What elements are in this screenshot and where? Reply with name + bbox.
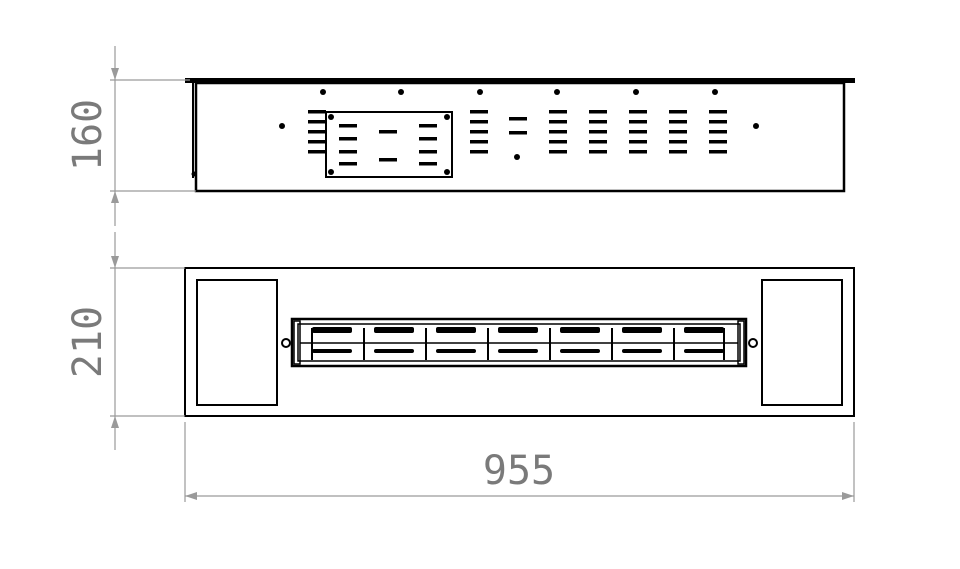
burner-end-right — [737, 320, 745, 365]
louvre-slot — [308, 130, 326, 134]
top-screw — [633, 89, 639, 95]
front-view-fixing-left — [279, 123, 285, 129]
louvre-slot — [589, 110, 607, 114]
panel-slot — [419, 150, 437, 154]
burner-slot-lower — [498, 349, 538, 353]
top-screw — [554, 89, 560, 95]
burner-bolt-left — [281, 338, 291, 348]
dimension-label-210: 210 — [65, 306, 111, 378]
burner-slot-lower — [622, 349, 662, 353]
louvre-slot — [669, 120, 687, 124]
louvre-slot — [549, 140, 567, 144]
top-screw — [477, 89, 483, 95]
louvre-slot — [549, 110, 567, 114]
louvre-slot — [470, 110, 488, 114]
louvre-slot — [709, 140, 727, 144]
louvre-slot — [589, 120, 607, 124]
front-view-top-screws — [320, 89, 718, 95]
burner-slot-lower — [374, 349, 414, 353]
top-screw — [712, 89, 718, 95]
louvre-slot — [669, 140, 687, 144]
top-screw — [320, 89, 326, 95]
front-view-body — [194, 81, 846, 193]
burner-slot-upper — [684, 327, 724, 333]
burner-tray-inner — [297, 323, 741, 362]
front-view-louvre-slots — [308, 110, 727, 154]
front-view-fixing-right — [753, 123, 759, 129]
panel-slot — [419, 162, 437, 166]
burner-slot-lower — [436, 349, 476, 353]
access-panel-vent-slots — [339, 124, 437, 166]
top-view-outline — [184, 267, 855, 417]
dimension-width-955: 955 — [184, 422, 855, 502]
louvre-slot — [470, 140, 488, 144]
louvre-slot — [308, 140, 326, 144]
louvre-slot — [629, 130, 647, 134]
louvre-slot — [308, 110, 326, 114]
burner-slot-upper — [498, 327, 538, 333]
dimension-depth-210: 210 — [65, 232, 185, 450]
louvre-slot — [709, 110, 727, 114]
panel-slot — [339, 162, 357, 166]
front-view-fixing-bottom — [514, 154, 520, 160]
top-view-right-cover — [761, 279, 843, 406]
burner-slot-lower — [684, 349, 724, 353]
panel-slot — [379, 130, 397, 134]
panel-slot — [419, 124, 437, 128]
louvre-slot — [669, 110, 687, 114]
burner-slot-upper — [622, 327, 662, 333]
dimension-height-160: 160 — [65, 46, 196, 226]
burner-slot-upper — [436, 327, 476, 333]
panel-slot — [379, 158, 397, 162]
louvre-slot — [308, 150, 326, 154]
louvre-slot — [669, 130, 687, 134]
panel-slot — [339, 137, 357, 141]
louvre-slot — [549, 150, 567, 154]
burner-tray — [290, 317, 748, 368]
burner-slot-lower — [312, 349, 352, 353]
louvre-slot — [589, 140, 607, 144]
access-panel-screws — [328, 114, 450, 175]
louvre-slot — [509, 131, 527, 135]
top-screw — [398, 89, 404, 95]
louvre-slot — [589, 150, 607, 154]
burner-tray-outer — [290, 317, 748, 368]
louvre-slot — [549, 130, 567, 134]
top-view — [184, 267, 855, 417]
louvre-slot — [589, 130, 607, 134]
louvre-slot — [470, 120, 488, 124]
louvre-slot — [629, 140, 647, 144]
top-view-left-cover — [196, 279, 278, 406]
front-view-top-lip — [185, 78, 855, 83]
dimension-label-160: 160 — [65, 99, 111, 171]
burner-slot-upper — [374, 327, 414, 333]
louvre-slot — [629, 120, 647, 124]
louvre-slot — [709, 150, 727, 154]
dimension-label-955: 955 — [483, 448, 555, 494]
burner-bolt-right — [748, 338, 758, 348]
louvre-slot — [308, 120, 326, 124]
burner-slots — [312, 327, 724, 353]
burner-posts — [311, 328, 725, 360]
louvre-slot — [709, 120, 727, 124]
louvre-slot — [709, 130, 727, 134]
panel-slot — [339, 150, 357, 154]
front-view-access-panel — [325, 111, 453, 178]
louvre-slot — [669, 150, 687, 154]
panel-slot — [419, 137, 437, 141]
louvre-slot — [549, 120, 567, 124]
burner-end-left — [293, 320, 301, 365]
louvre-slot — [629, 110, 647, 114]
burner-slot-upper — [312, 327, 352, 333]
burner-slot-lower — [560, 349, 600, 353]
louvre-slot — [629, 150, 647, 154]
louvre-slot — [470, 130, 488, 134]
burner-slot-upper — [560, 327, 600, 333]
louvre-slot — [509, 117, 527, 121]
panel-slot — [339, 124, 357, 128]
front-view — [185, 78, 855, 193]
louvre-slot — [470, 150, 488, 154]
front-view-fixing-leftedge — [191, 171, 197, 177]
